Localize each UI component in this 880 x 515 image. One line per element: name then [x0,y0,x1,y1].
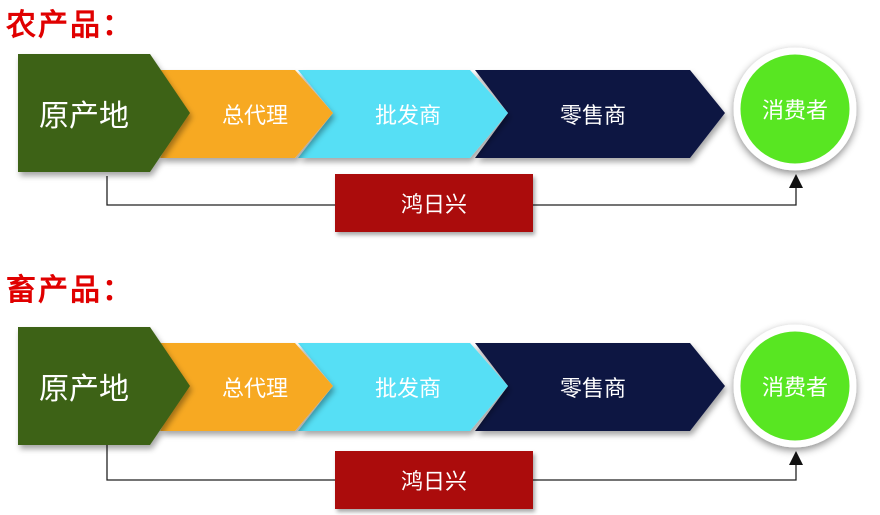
flow-diagram [18,324,857,481]
connector-arrowhead [789,451,803,465]
origin-pentagon [18,54,190,172]
agent-arrow [160,343,333,431]
section-agricultural: 农产品： 原产地 总代理 批发商 零售商 消费者 鸿日兴 [0,0,880,250]
consumer-label: 消费者 [761,376,828,401]
consumer-circle [733,47,857,171]
bypass-box: 鸿日兴 [335,174,533,232]
stage-origin: 原产地 [39,372,129,407]
connector-arrowhead [789,174,803,188]
stage-retailer: 零售商 [559,377,626,402]
retailer-arrow [475,343,725,431]
retailer-arrow [475,70,725,158]
stage-wholesaler: 批发商 [374,377,441,402]
bypass-box: 鸿日兴 [335,451,533,509]
wholesaler-arrow [298,70,508,158]
stage-wholesaler: 批发商 [374,104,441,129]
section-title: 畜产品： [6,273,134,308]
agent-arrow [160,70,333,158]
flow-diagram [18,47,857,206]
origin-pentagon [18,327,190,445]
stage-agent: 总代理 [221,104,288,129]
section-title: 农产品： [6,8,134,43]
wholesaler-arrow [298,343,508,431]
section-livestock: 畜产品： 原产地 总代理 批发商 零售商 消费者 鸿日兴 [0,265,880,515]
stage-agent: 总代理 [221,377,288,402]
consumer-label: 消费者 [761,99,828,124]
consumer-circle [733,324,857,448]
stage-origin: 原产地 [39,99,129,134]
stage-retailer: 零售商 [559,104,626,129]
